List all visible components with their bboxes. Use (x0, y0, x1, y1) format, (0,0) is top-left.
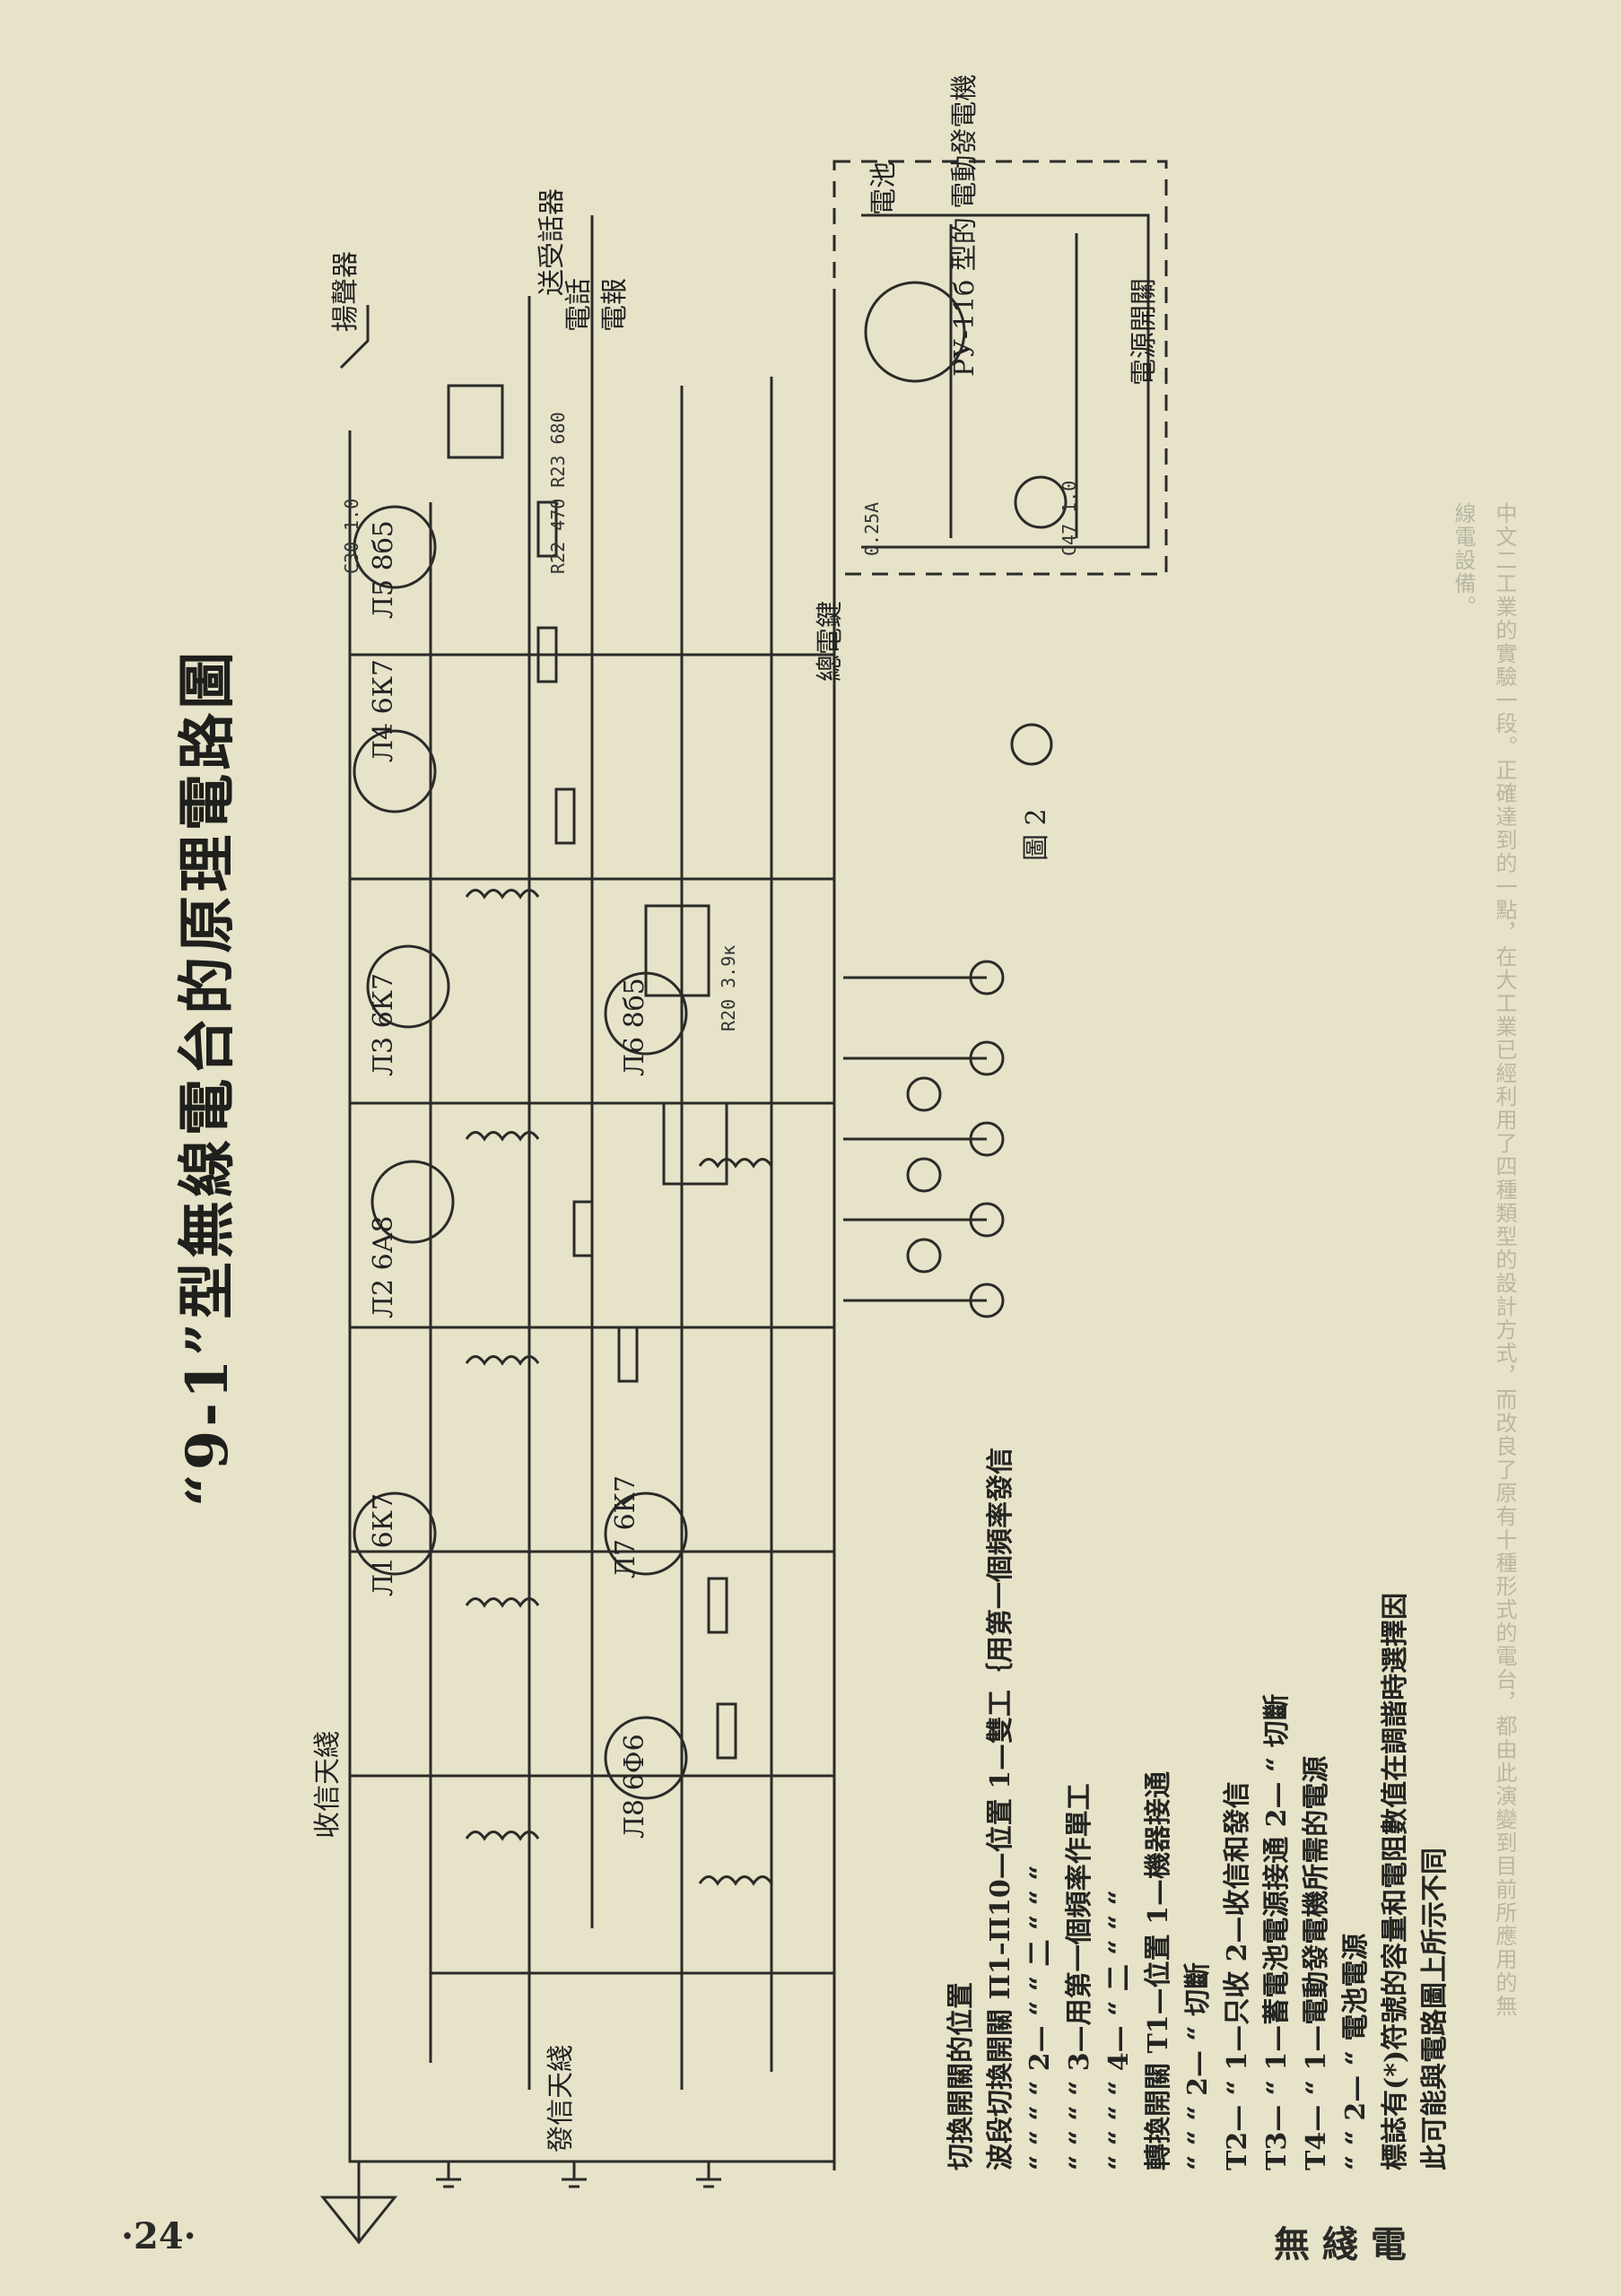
label-tube-l4: Л4 6К7 (368, 658, 399, 762)
label-tx-mic: 送受話器 (536, 188, 568, 296)
page-title: “9-1”型無線電台的原理電路圖 (174, 648, 241, 1507)
legend-line: “ “ “ “ 4— “ 二 “ “ “ (1103, 1890, 1135, 2170)
label-tx-antenna: 發信天綫 (545, 2045, 577, 2152)
value-label: 0.25А (861, 501, 883, 556)
label-tube-l6: Л6 8б5 (619, 978, 650, 1076)
value-label: C47 1.0 (1059, 480, 1080, 556)
label-tube-l8: Л8 6Ф6 (619, 1734, 650, 1839)
label-tube-l2: Л2 6А8 (368, 1215, 399, 1318)
legend-line: 轉換開關 T1—位置 1—機器接通 (1143, 1771, 1174, 2170)
value-label: R22 470 R23 680 (547, 412, 569, 574)
label-speaker: 揚聲器 (330, 251, 362, 332)
legend-line: “ “ “ 2— “ 切斷 (1182, 1961, 1214, 2170)
page-number: ·24· (121, 2215, 196, 2257)
legend-line: T4— “ 1—電動發電機所需的電源 (1301, 1755, 1332, 2170)
legend-line: “ “ 2— “ 電池電源 (1340, 1933, 1372, 2170)
switch-legend: 切換開關的位置 波段切換開關 П1–П10—位置 1—雙工｛用第一個頻率發信 “… (942, 1448, 1455, 2170)
label-hand-key: 總電鍵 (815, 601, 846, 682)
legend-line: “ “ “ “ 3—用第一個頻率作單工 (1064, 1783, 1095, 2170)
legend-note: 此可能與電路圖上所示不同 (1419, 1848, 1451, 2170)
legend-line: T3— “ 1—蓄電池電源接通 2— “ 切斷 (1261, 1693, 1293, 2170)
label-rx-antenna: 收信天綫 (312, 1731, 344, 1839)
label-battery: 電池 (868, 161, 900, 215)
legend-line: “ “ “ “ 2— “ “ 二 “ “ “ (1024, 1865, 1056, 2170)
legend-heading: 切換開關的位置 (946, 1982, 977, 2170)
magazine-name: 無 綫 電 (1274, 2223, 1407, 2266)
label-power-switch: 電源開關 (1129, 278, 1160, 386)
label-tube-l1: Л1 6К7 (368, 1492, 399, 1596)
legend-note: 標誌有(*)符號的容量和電阻數值在調諧時選擇因 (1380, 1592, 1411, 2170)
label-telegraph: 電報 (599, 278, 631, 332)
value-label: C30 1.0 (341, 498, 362, 574)
label-motor-generator: PУ-11б 型的 電動發電機 (949, 74, 980, 377)
label-tube-l7: Л7 6К7 (610, 1474, 641, 1578)
legend-line: T2— “ 1—只收 2—收信和發信 (1222, 1781, 1253, 2170)
label-tube-l3: Л3 6К7 (368, 972, 399, 1076)
label-tube-l5: Л5 8б5 (368, 520, 399, 619)
label-figure-2: 圖 2 (1021, 808, 1052, 861)
bleed-through-text: 中文二工業的實驗一段。正確達到的一點，在大工業已經利用了四種類型的設計方式，而改… (1451, 502, 1517, 2018)
value-label: R20 3.9к (718, 944, 739, 1031)
legend-line: 波段切換開關 П1–П10—位置 1—雙工｛用第一個頻率發信 (985, 1447, 1016, 2170)
